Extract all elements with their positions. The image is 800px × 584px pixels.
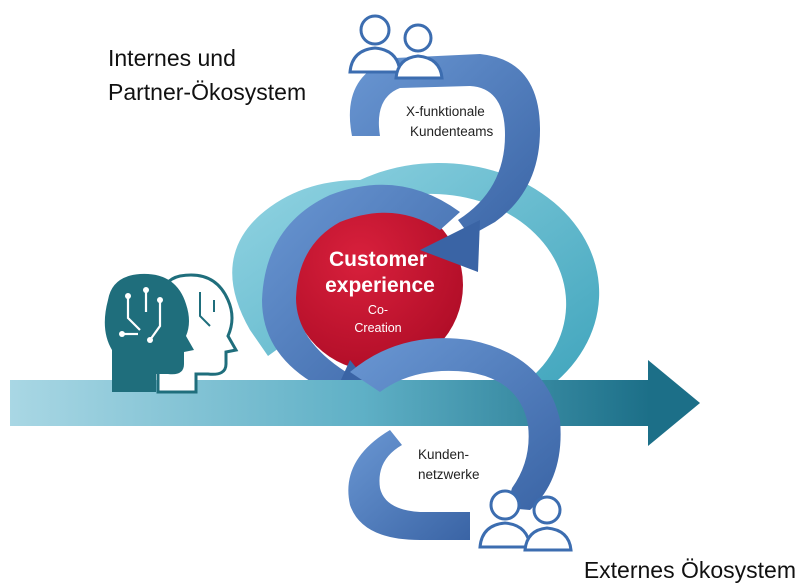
center-label-2: experience bbox=[325, 274, 435, 297]
customer-experience-circle bbox=[291, 199, 463, 371]
people-group-icon bbox=[348, 14, 444, 80]
center-sub-label-2: Creation bbox=[354, 321, 401, 335]
center-sub-label-1: Co- bbox=[368, 303, 388, 317]
bottom-loop-arrow bbox=[348, 338, 561, 540]
top-loop-arrow bbox=[349, 54, 540, 272]
people-group-icon bbox=[478, 489, 573, 552]
external-ecosystem-label: Externes Ökosystem bbox=[584, 557, 796, 583]
internal-ecosystem-label-2: Partner-Ökosystem bbox=[108, 79, 306, 105]
internal-ecosystem-label-1: Internes und bbox=[108, 45, 236, 71]
top-loop-label-1: X-funktionale bbox=[406, 104, 485, 119]
bottom-loop-label-1: Kunden- bbox=[418, 447, 469, 462]
ai-brain-heads-icon bbox=[104, 273, 239, 394]
top-loop-label-2: Kundenteams bbox=[410, 124, 494, 139]
center-label-1: Customer bbox=[329, 248, 427, 271]
bottom-loop-label-2: netzwerke bbox=[418, 467, 480, 482]
